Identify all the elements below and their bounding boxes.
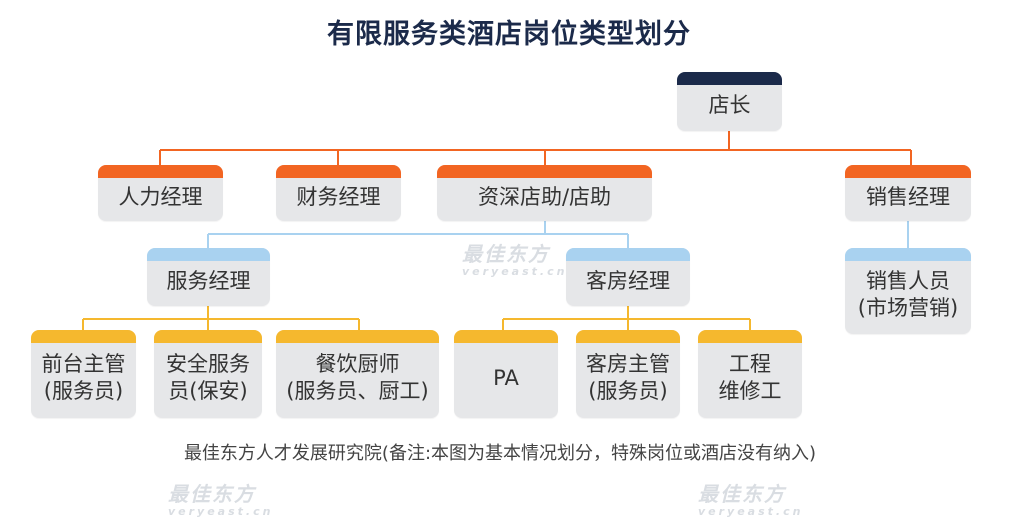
watermark-brand: 最佳东方 <box>462 242 550 266</box>
node-store-manager: 店长 <box>677 72 782 131</box>
watermark-top: veryeast.cn <box>175 0 280 1</box>
connector-level1 <box>159 131 912 166</box>
node-header-bar <box>566 248 690 261</box>
node-service-manager: 服务经理 <box>147 248 270 306</box>
node-header-bar <box>437 165 652 178</box>
node-header-bar <box>98 165 223 178</box>
node-header-bar <box>845 248 971 261</box>
connector-level2 <box>207 221 909 249</box>
node-assistant-manager: 资深店助/店助 <box>437 165 652 221</box>
node-label: 财务经理 <box>296 184 381 209</box>
node-header-bar <box>276 330 439 343</box>
node-header-bar <box>454 330 558 343</box>
footnote: 最佳东方人才发展研究院(备注:本图为基本情况划分，特殊岗位或酒店没有纳入) <box>183 443 817 464</box>
node-finance-manager: 财务经理 <box>276 165 401 221</box>
watermark-brand: 最佳东方 <box>168 482 256 506</box>
node-label: 服务经理 <box>166 268 251 293</box>
watermark-center: 最佳东方 veryeast.cn <box>462 238 567 278</box>
node-pa: PA <box>454 330 558 418</box>
node-header-bar <box>698 330 802 343</box>
node-header-bar <box>845 165 971 178</box>
node-kitchen: 餐饮厨师 (服务员、厨工) <box>276 330 439 418</box>
node-label: 安全服务 员(保安) <box>166 352 250 403</box>
node-label: 客房主管 (服务员) <box>586 352 670 403</box>
node-header-bar <box>276 165 401 178</box>
watermark-domain: veryeast.cn <box>175 0 280 1</box>
node-label: 销售人员 (市场营销) <box>857 269 959 320</box>
node-sales-manager: 销售经理 <box>845 165 971 221</box>
node-security: 安全服务 员(保安) <box>154 330 262 418</box>
node-engineering: 工程 维修工 <box>698 330 802 418</box>
node-front-desk: 前台主管 (服务员) <box>31 330 136 418</box>
node-sales-staff: 销售人员 (市场营销) <box>845 248 971 334</box>
node-label: 工程 维修工 <box>718 352 782 403</box>
node-header-bar <box>147 248 270 261</box>
node-header-bar <box>31 330 136 343</box>
node-header-bar <box>576 330 680 343</box>
connector-level3 <box>82 306 751 331</box>
node-label: 人力经理 <box>118 184 203 209</box>
node-label: 销售经理 <box>866 184 950 209</box>
node-housekeeping-supervisor: 客房主管 (服务员) <box>576 330 680 418</box>
node-label: 店长 <box>708 93 751 117</box>
page-title: 有限服务类酒店岗位类型划分 <box>327 19 691 50</box>
watermark-domain: veryeast.cn <box>462 265 568 278</box>
node-housekeeping-manager: 客房经理 <box>566 248 690 306</box>
node-label: PA <box>493 365 519 390</box>
node-label: 前台主管 (服务员) <box>41 352 126 403</box>
watermark-brand: 最佳东方 <box>698 482 786 506</box>
node-label: 资深店助/店助 <box>477 184 612 209</box>
node-header-bar <box>154 330 262 343</box>
node-hr-manager: 人力经理 <box>98 165 223 221</box>
node-label: 餐饮厨师 (服务员、厨工) <box>286 352 429 403</box>
node-header-bar <box>677 72 782 85</box>
node-label: 客房经理 <box>586 268 670 293</box>
